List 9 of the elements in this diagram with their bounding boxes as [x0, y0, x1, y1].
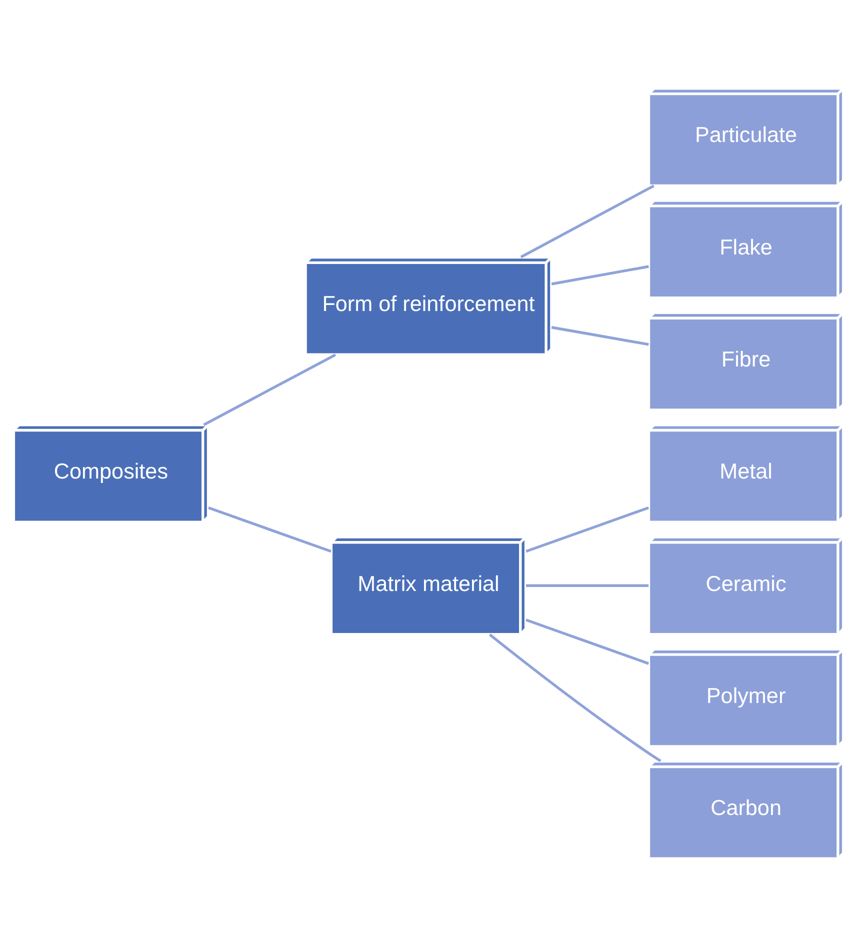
connector [526, 584, 649, 586]
connector [203, 353, 336, 426]
connector [526, 618, 650, 664]
connector [526, 506, 650, 552]
connector [488, 633, 662, 762]
connector [551, 264, 649, 285]
connector [208, 506, 332, 552]
connector [551, 326, 649, 346]
connector [520, 184, 654, 258]
